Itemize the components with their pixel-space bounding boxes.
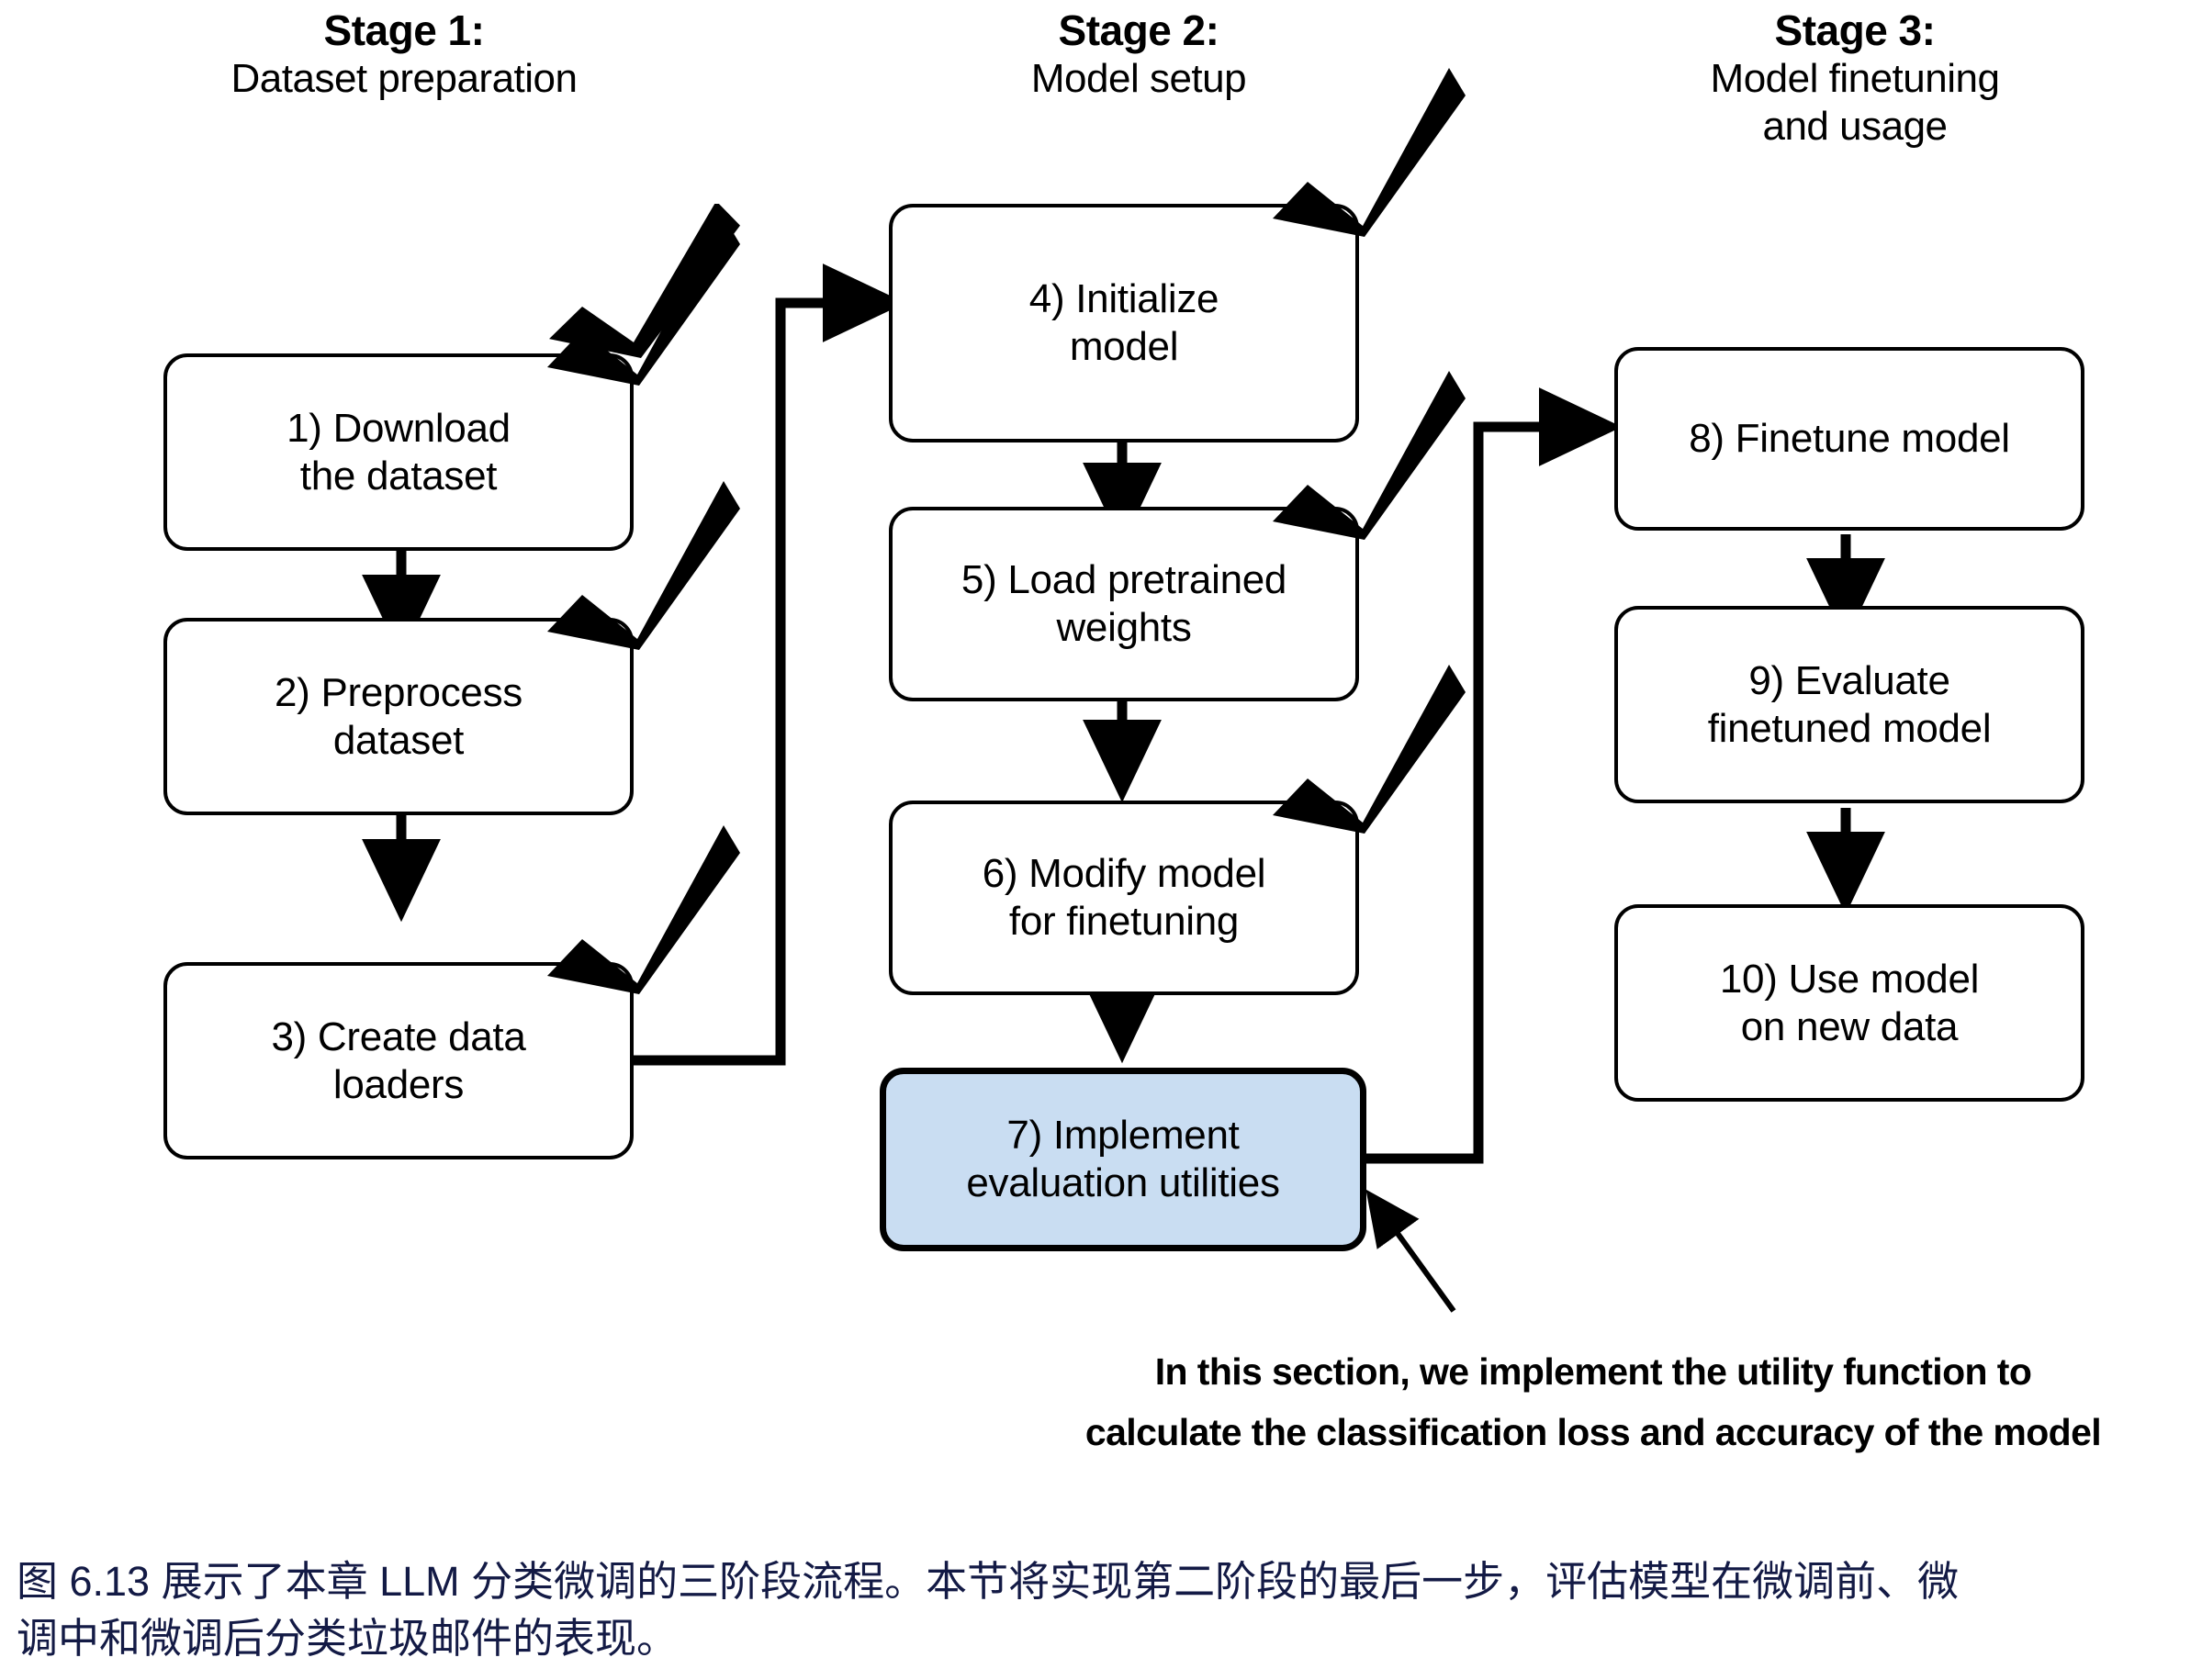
stage-2-title: Stage 2: (1058, 6, 1219, 54)
node-10-line-1: 10) Use model (1719, 956, 1980, 1002)
node-7-line-2: evaluation utilities (966, 1160, 1280, 1205)
node-9-line-1: 9) Evaluate (1748, 657, 1950, 703)
node-5-line-2: weights (1056, 605, 1192, 650)
node-1-line-2: the dataset (299, 453, 498, 498)
stage-3-subtitle-line-2: and usage (1762, 104, 1948, 150)
caption-line-1: 图 6.13 展示了本章 LLM 分类微调的三阶段流程。本节将实现第二阶段的最后… (17, 1558, 1960, 1605)
connector-n7-to-n8 (1365, 387, 1623, 1164)
stage-2-subtitle: Model setup (1030, 56, 1247, 102)
node-1-download-the-dataset[interactable]: 1) Download the dataset (163, 353, 634, 551)
stage-1-title: Stage 1: (323, 6, 485, 54)
node-3-create-data-loaders[interactable]: 3) Create data loaders (163, 962, 634, 1159)
node-6-line-2: for finetuning (1008, 899, 1240, 944)
stage-heading-3: Stage 3: Model finetuning and usage (1552, 6, 2158, 151)
connector-n3-to-n4 (634, 263, 906, 1066)
node-7-implement-evaluation-utilities[interactable]: 7) Implement evaluation utilities (880, 1068, 1366, 1251)
node-6-modify-model-for-finetuning[interactable]: 6) Modify model for finetuning (889, 801, 1359, 995)
node-3-line-1: 3) Create data (271, 1014, 526, 1059)
node-7-line-1: 7) Implement (1006, 1113, 1240, 1159)
caption-line-2: 调中和微调后分类垃圾邮件的表现。 (17, 1615, 679, 1663)
annotation-line-1: In this section, we implement the utilit… (1154, 1350, 2032, 1393)
node-5-line-1: 5) Load pretrained (961, 557, 1287, 603)
node-3-line-2: loaders (332, 1061, 465, 1107)
node-4-line-2: model (1069, 324, 1179, 369)
node-1-line-1: 1) Download (286, 405, 511, 451)
node-8-line-1: 8) Finetune model (1689, 416, 2010, 462)
stage-heading-1: Stage 1: Dataset preparation (37, 6, 771, 103)
node-2-preprocess-dataset[interactable]: 2) Preprocess dataset (163, 618, 634, 815)
node-4-line-1: 4) Initialize (1028, 276, 1219, 322)
node-2-line-1: 2) Preprocess (275, 669, 522, 715)
node-2-line-2: dataset (332, 717, 465, 763)
annotation-pointer-arrow (1365, 1189, 1456, 1313)
node-4-initialize-model[interactable]: 4) Initialize model (889, 204, 1359, 442)
node-5-load-pretrained-weights[interactable]: 5) Load pretrained weights (889, 507, 1359, 701)
stage-3-subtitle-line-1: Model finetuning (1710, 56, 2000, 102)
node-9-line-2: finetuned model (1707, 705, 1992, 751)
annotation-line-2: calculate the classification loss and ac… (1084, 1410, 2102, 1453)
stage-1-subtitle: Dataset preparation (230, 56, 578, 102)
node-9-evaluate-finetuned-model[interactable]: 9) Evaluate finetuned model (1614, 606, 2084, 803)
node-10-line-2: on new data (1740, 1003, 1959, 1049)
node-8-finetune-model[interactable]: 8) Finetune model (1614, 347, 2084, 531)
node-6-line-1: 6) Modify model (982, 851, 1266, 897)
section-annotation: In this section, we implement the utilit… (1001, 1342, 2185, 1462)
figure-caption: 图 6.13 展示了本章 LLM 分类微调的三阶段流程。本节将实现第二阶段的最后… (17, 1553, 2193, 1667)
stage-3-title: Stage 3: (1774, 6, 1936, 54)
stage-heading-2: Stage 2: Model setup (826, 6, 1451, 103)
node-10-use-model-on-new-data[interactable]: 10) Use model on new data (1614, 904, 2084, 1102)
